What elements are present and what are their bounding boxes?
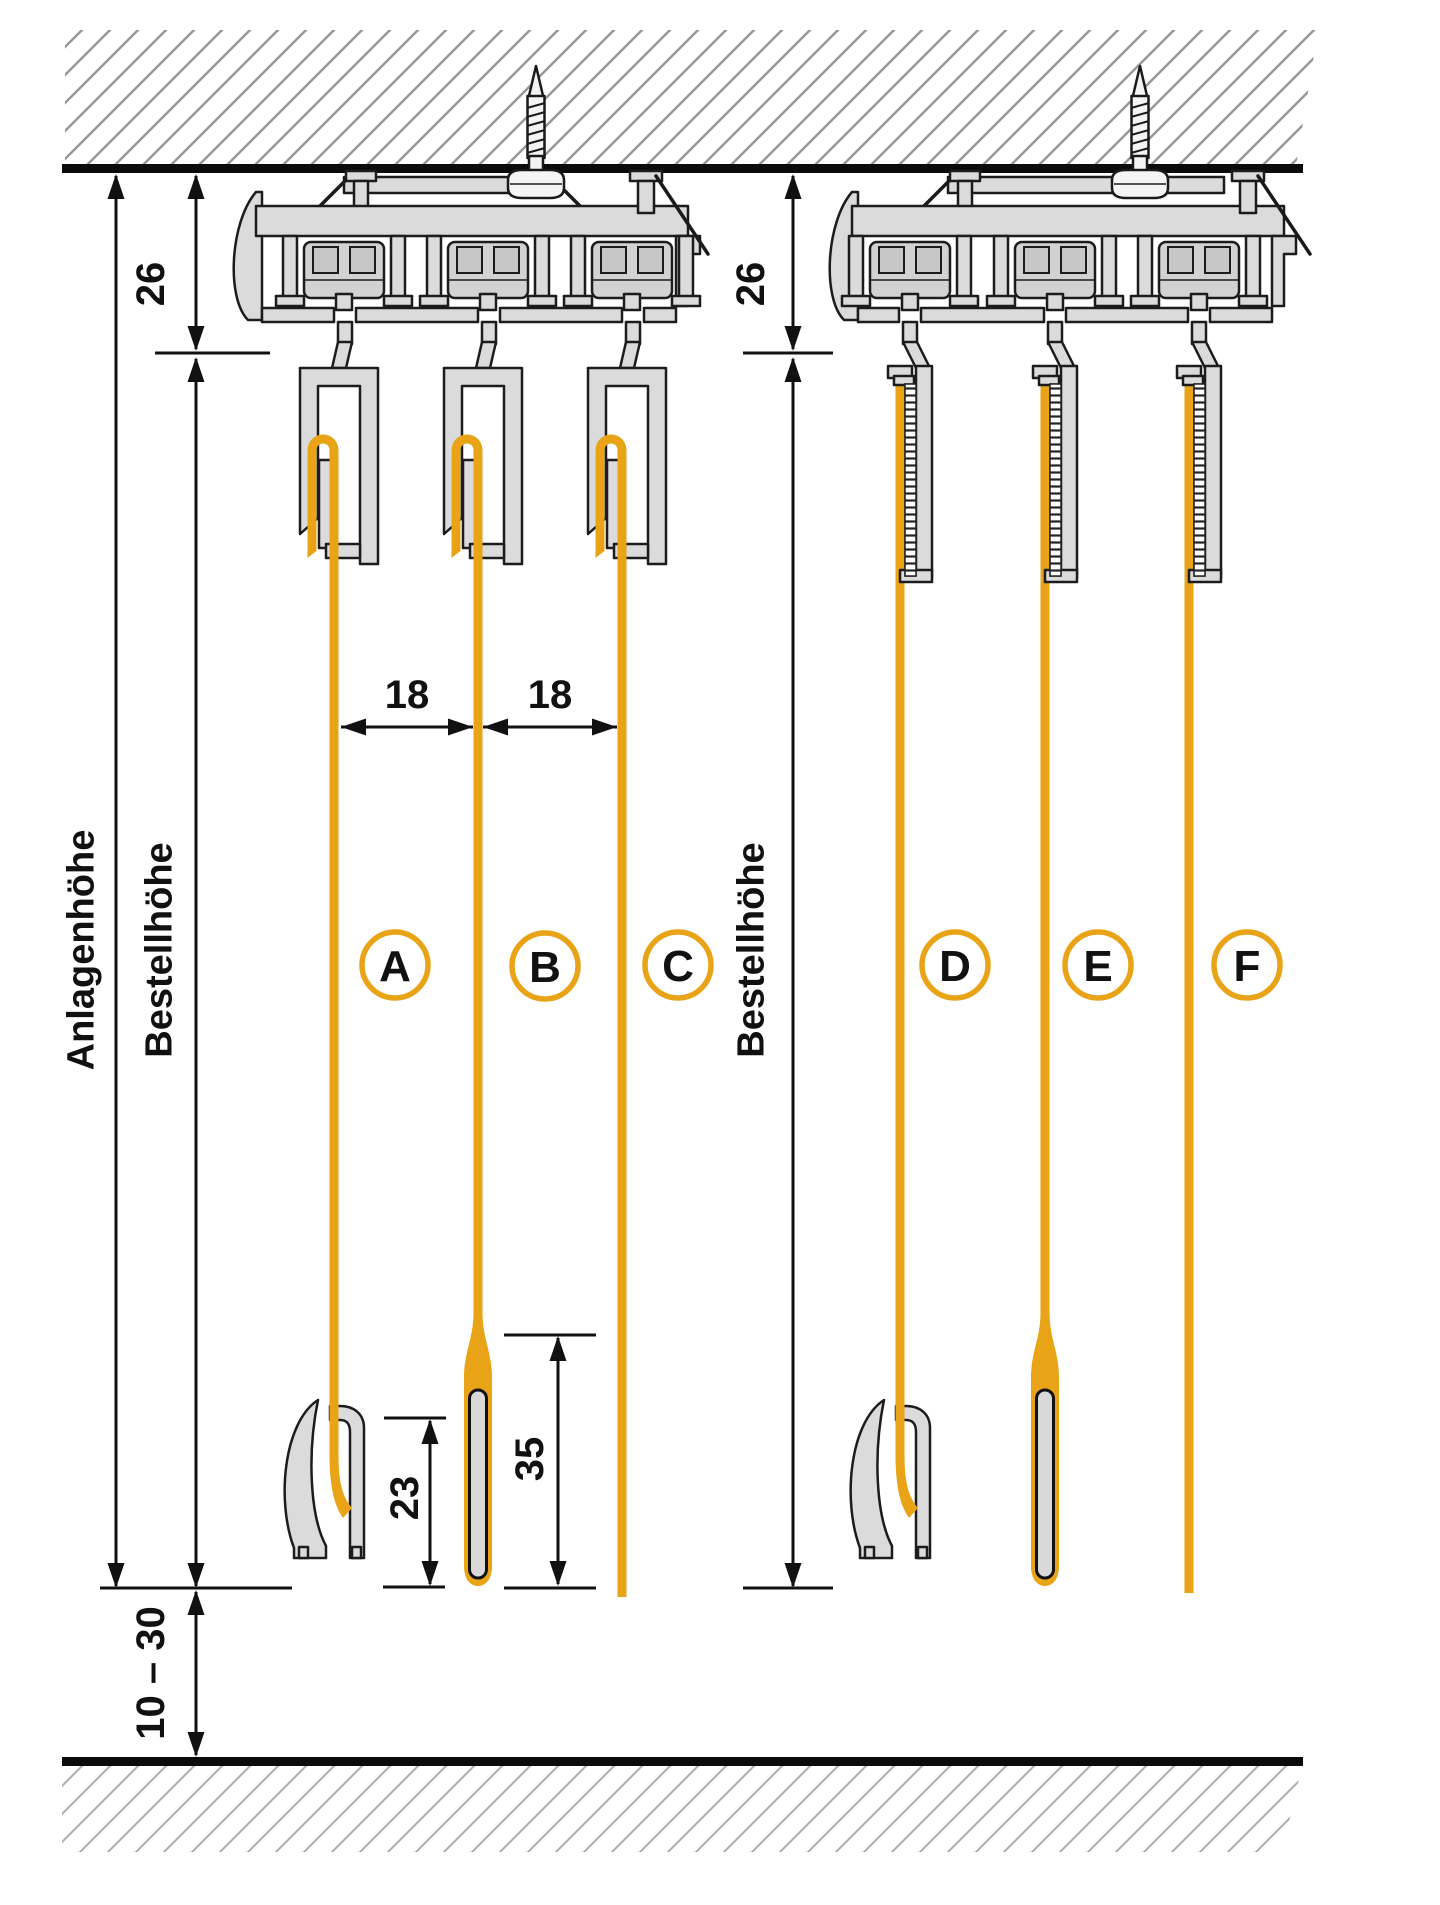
- dim-23-value: 23: [383, 1476, 427, 1521]
- dim-26-left-value: 26: [129, 262, 173, 307]
- panel-marker-e-circle: [1062, 929, 1134, 1001]
- panel-c-line: [617, 618, 627, 1597]
- dimension-18-bc: [483, 718, 617, 736]
- bottom-weight-b: [462, 1312, 494, 1588]
- panel-marker-b: B: [529, 943, 561, 992]
- spring-clip-left: [654, 174, 710, 256]
- plate-hook-right: [920, 178, 952, 210]
- panel-marker-d: D: [939, 942, 971, 991]
- glider-module-b: [418, 234, 558, 312]
- panel-hanger-c: [586, 320, 668, 624]
- panel-marker-e: E: [1083, 942, 1112, 991]
- dim-35-value: 35: [508, 1437, 552, 1482]
- panel-marker-c: C: [662, 942, 694, 991]
- bottom-weight-e: [1029, 1312, 1061, 1588]
- glider-module-c: [562, 234, 702, 312]
- dimension-bestellhoehe-left: [100, 357, 292, 1590]
- dimension-26-left: [155, 174, 270, 355]
- glider-module-d: [840, 234, 980, 312]
- ceiling: [62, 30, 1318, 173]
- panel-marker-a-circle: [359, 929, 431, 1001]
- panel-marker-d-circle: [919, 929, 991, 1001]
- panel-f-line: [1184, 384, 1194, 1593]
- velcro-hanger-d: [886, 320, 934, 584]
- dim-18-bc-value: 18: [528, 673, 573, 717]
- panel-hanger-b: [442, 320, 524, 624]
- dim-10-30-value: 10 – 30: [129, 1606, 173, 1739]
- dimension-26-right: [743, 174, 833, 355]
- glider-module-f: [1129, 234, 1269, 312]
- panel-d-line: [895, 384, 905, 1402]
- panel-markers: A B C D E F: [359, 929, 1283, 1002]
- panels: [329, 384, 1194, 1597]
- bottom-profile-d: [849, 1390, 932, 1560]
- dimension-bestellhoehe-right: [743, 357, 833, 1590]
- dimension-18-ab: [341, 718, 473, 736]
- ceiling-hatch: [65, 30, 1318, 166]
- floor: [62, 1757, 1303, 1852]
- mounting-plate-right: [946, 175, 1226, 195]
- dimension-35: [504, 1333, 596, 1590]
- dimension-10-30: [187, 1590, 205, 1757]
- dim-26-right-value: 26: [729, 262, 773, 307]
- panel-b-line: [473, 618, 483, 1322]
- glider-module-e: [985, 234, 1125, 312]
- t-tab-cap: [344, 169, 378, 183]
- panel-a-line: [329, 618, 339, 1402]
- dim-18-ab-value: 18: [385, 673, 430, 717]
- track-bar-left: [254, 204, 690, 238]
- bestellhoehe-label-right: Bestellhöhe: [730, 842, 772, 1057]
- dimension-23: [383, 1416, 446, 1589]
- track-step-right: [1270, 234, 1298, 308]
- glider-module-a: [274, 234, 414, 312]
- floor-line: [62, 1757, 1303, 1766]
- end-clip-stem-right: [1238, 179, 1258, 215]
- end-clip-stem-left: [636, 179, 656, 215]
- velcro-hanger-f: [1175, 320, 1223, 584]
- track-assembly-left: [232, 64, 710, 624]
- panel-marker-a: A: [379, 942, 411, 991]
- panel-marker-b-circle: [509, 930, 581, 1002]
- panel-marker-f-circle: [1211, 929, 1283, 1001]
- bottom-profile-a: [283, 1390, 366, 1560]
- ceiling-line: [62, 164, 1303, 173]
- floor-hatch: [62, 1766, 1302, 1852]
- track-bar-right: [850, 204, 1286, 238]
- panel-marker-f: F: [1234, 942, 1261, 991]
- panel-marker-c-circle: [642, 929, 714, 1001]
- track-assembly-right: [828, 64, 1312, 584]
- dimension-anlagenhoehe: [107, 174, 125, 1588]
- velcro-hanger-e: [1031, 320, 1079, 584]
- spring-clip-right: [1256, 174, 1312, 256]
- plate-hook-left: [316, 178, 348, 210]
- panel-e-line: [1040, 384, 1050, 1322]
- anlagenhoehe-label: Anlagenhöhe: [60, 830, 102, 1071]
- bestellhoehe-label-left: Bestellhöhe: [138, 842, 180, 1057]
- panel-hanger-a: [298, 320, 380, 624]
